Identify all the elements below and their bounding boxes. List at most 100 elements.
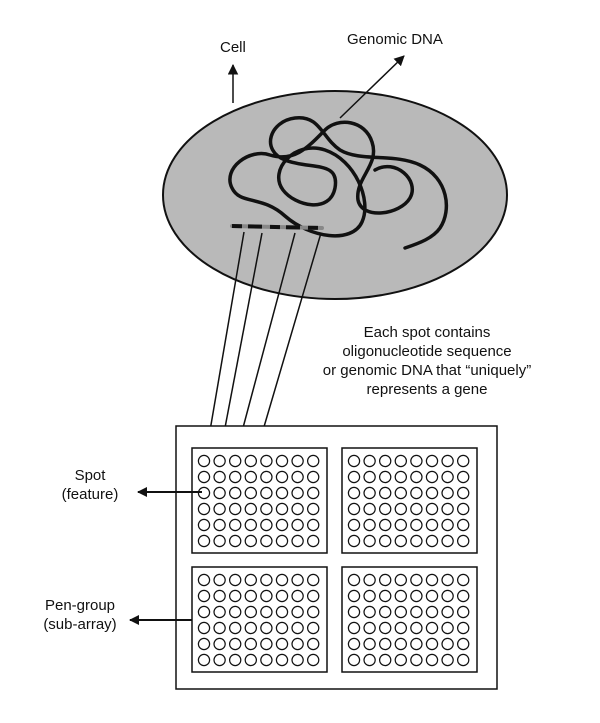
spot xyxy=(379,637,392,651)
spot xyxy=(275,518,289,532)
spot xyxy=(228,454,242,468)
spot xyxy=(347,573,361,587)
spot xyxy=(394,502,407,516)
spot xyxy=(307,573,320,587)
spot xyxy=(307,637,320,651)
gene-segment-dashes xyxy=(231,224,323,230)
spot xyxy=(244,454,257,468)
spot xyxy=(213,534,226,548)
spot xyxy=(394,486,407,500)
spot xyxy=(379,518,392,532)
spot xyxy=(275,573,289,587)
spot xyxy=(410,621,423,635)
spot xyxy=(291,605,304,619)
spot xyxy=(213,470,226,484)
spot xyxy=(379,573,392,587)
spot xyxy=(291,486,304,500)
spot xyxy=(394,470,407,484)
spot xyxy=(260,589,273,603)
spot xyxy=(291,573,304,587)
spot xyxy=(213,605,226,619)
spot xyxy=(425,589,439,603)
spot xyxy=(441,534,454,548)
spot xyxy=(457,470,470,484)
pen-group-label-line-1: Pen-group xyxy=(44,597,116,614)
spot xyxy=(425,454,439,468)
spot xyxy=(228,621,242,635)
spot xyxy=(228,470,242,484)
spot xyxy=(347,653,361,667)
mapping-arrow-2 xyxy=(216,232,263,456)
spot xyxy=(197,653,211,667)
spot xyxy=(260,486,273,500)
spot xyxy=(275,605,289,619)
spot xyxy=(260,518,273,532)
spot xyxy=(260,470,273,484)
spot xyxy=(291,637,304,651)
spot xyxy=(260,621,273,635)
spot xyxy=(425,637,439,651)
spot xyxy=(379,470,392,484)
spot xyxy=(363,605,376,619)
spot xyxy=(291,454,304,468)
spot xyxy=(410,605,423,619)
spot xyxy=(379,653,392,667)
spot xyxy=(457,653,470,667)
spot-label-line-2: (feature) xyxy=(61,486,119,503)
spot xyxy=(457,534,470,548)
spot xyxy=(363,518,376,532)
spot xyxy=(228,502,242,516)
subarray-box xyxy=(191,566,328,673)
description-line-4: represents a gene xyxy=(366,381,488,398)
spot xyxy=(228,637,242,651)
spot xyxy=(291,534,304,548)
spot xyxy=(379,454,392,468)
spot xyxy=(457,621,470,635)
description-text: Each spot contains oligonucleotide seque… xyxy=(314,323,540,399)
spot xyxy=(213,573,226,587)
spot xyxy=(379,605,392,619)
spot xyxy=(244,589,257,603)
spot xyxy=(213,637,226,651)
spot xyxy=(244,573,257,587)
spot xyxy=(275,637,289,651)
spot xyxy=(291,621,304,635)
pen-group-label: Pen-group (sub-array) xyxy=(28,596,132,634)
spot xyxy=(441,518,454,532)
spot xyxy=(347,454,361,468)
spot xyxy=(457,589,470,603)
spot xyxy=(213,589,226,603)
spot xyxy=(307,589,320,603)
spot xyxy=(394,518,407,532)
spot xyxy=(244,605,257,619)
spot xyxy=(425,502,439,516)
spot xyxy=(291,653,304,667)
mapping-arrows xyxy=(202,231,322,456)
subarray-box xyxy=(191,447,328,554)
spot xyxy=(410,589,423,603)
genomic-dna-label: Genomic DNA xyxy=(347,31,443,48)
spot xyxy=(291,589,304,603)
spot xyxy=(228,573,242,587)
spot xyxy=(457,486,470,500)
spot xyxy=(347,637,361,651)
spot xyxy=(213,653,226,667)
spot xyxy=(363,502,376,516)
spot xyxy=(244,637,257,651)
spot xyxy=(307,605,320,619)
spot xyxy=(425,486,439,500)
spot xyxy=(197,573,211,587)
cell-label: Cell xyxy=(220,39,246,56)
spot xyxy=(347,605,361,619)
spot xyxy=(363,534,376,548)
spot xyxy=(244,486,257,500)
spot xyxy=(410,653,423,667)
spot xyxy=(228,653,242,667)
spot xyxy=(441,605,454,619)
spot xyxy=(275,502,289,516)
spot xyxy=(441,454,454,468)
spot xyxy=(213,518,226,532)
spot xyxy=(425,470,439,484)
spot xyxy=(425,573,439,587)
spot-label-line-1: Spot xyxy=(74,467,106,484)
